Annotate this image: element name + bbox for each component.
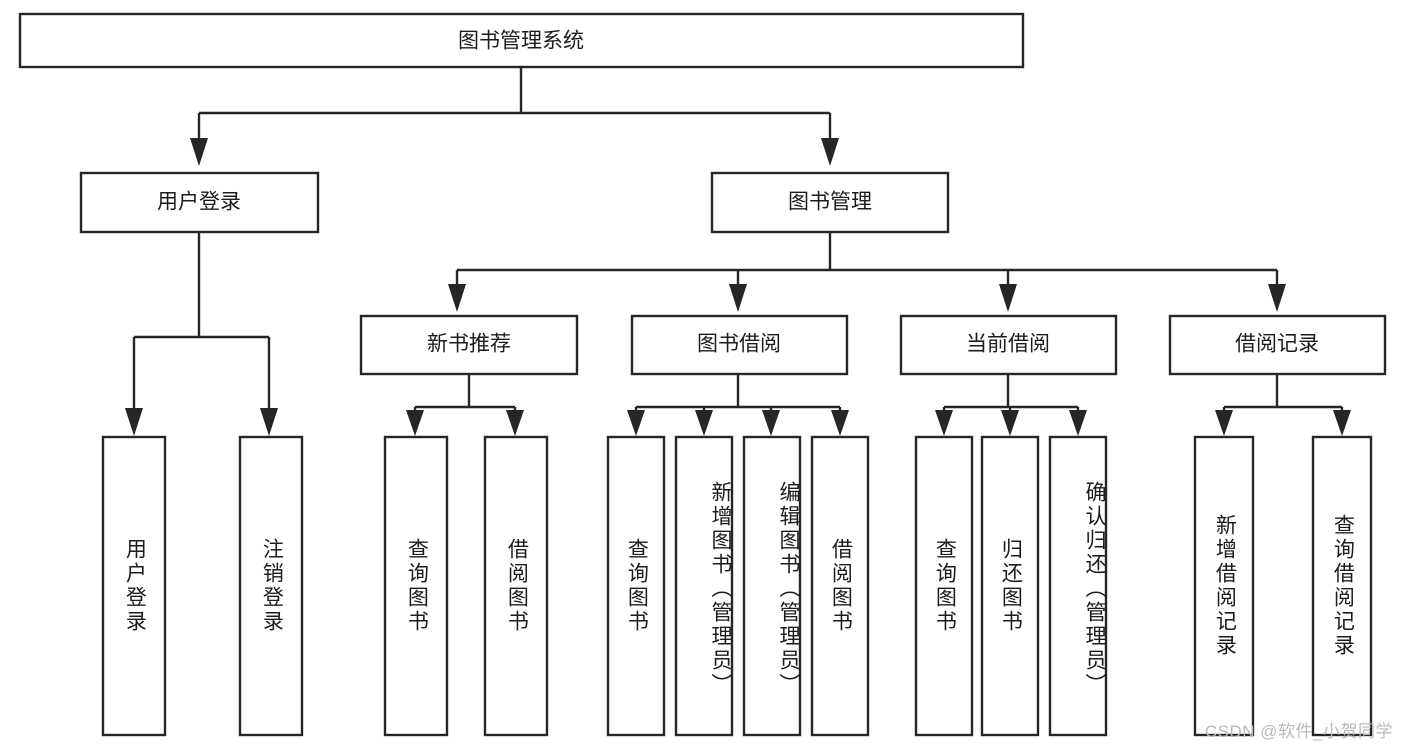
arrow-head-icon <box>729 284 747 312</box>
node-label-book-manage: 图书管理 <box>788 191 872 214</box>
connector-group-book-manage <box>448 232 1286 312</box>
node-label-new-book-recommend: 新书推荐 <box>427 333 511 356</box>
connector-group-user-login <box>125 232 278 436</box>
connector-group-new-book <box>406 374 524 436</box>
node-box-book-manage[interactable] <box>710 171 950 234</box>
node-label-current-borrow: 当前借阅 <box>966 333 1050 356</box>
node-label-user-login: 用户登录 <box>157 191 241 214</box>
arrow-head-icon <box>762 410 780 436</box>
leaf-box-new-book-1[interactable] <box>483 435 549 737</box>
arrow-head-icon <box>821 138 839 166</box>
leaf-box-user-login-1[interactable] <box>238 435 304 737</box>
arrow-head-icon <box>627 410 645 436</box>
node-box-root[interactable] <box>18 12 1025 69</box>
arrow-head-icon <box>1069 410 1087 436</box>
arrow-head-icon <box>448 284 466 312</box>
arrow-head-icon <box>831 410 849 436</box>
leaf-box-current-borrow-1[interactable] <box>980 435 1040 737</box>
arrow-head-icon <box>1001 410 1019 436</box>
leaf-box-borrow-record-0[interactable] <box>1193 435 1255 737</box>
connector-group-current-borrow <box>935 374 1087 436</box>
connector-group-book-borrow <box>627 374 849 436</box>
arrow-head-icon <box>506 410 524 436</box>
connector-group-borrow-record <box>1215 374 1351 436</box>
leaf-box-book-borrow-2[interactable] <box>742 435 802 737</box>
arrow-head-icon <box>1268 284 1286 312</box>
connector-group-root <box>190 67 839 166</box>
arrow-head-icon <box>1333 410 1351 436</box>
node-label-root: 图书管理系统 <box>458 30 584 53</box>
arrow-head-icon <box>190 138 208 166</box>
node-label-borrow-record: 借阅记录 <box>1235 333 1319 356</box>
leaf-box-user-login-0[interactable] <box>101 435 167 737</box>
leaf-box-book-borrow-0[interactable] <box>606 435 666 737</box>
node-label-book-borrow: 图书借阅 <box>697 333 781 356</box>
arrow-head-icon <box>1215 410 1233 436</box>
node-box-new-book-recommend[interactable] <box>359 314 579 376</box>
arrow-head-icon <box>695 410 713 436</box>
leaf-box-book-borrow-3[interactable] <box>810 435 870 737</box>
node-box-user-login[interactable] <box>79 171 320 234</box>
watermark: CSDN @软件_小贺同学 <box>1204 722 1393 741</box>
leaf-box-new-book-0[interactable] <box>383 435 449 737</box>
arrow-head-icon <box>935 410 953 436</box>
arrow-head-icon <box>999 284 1017 312</box>
leaf-box-borrow-record-1[interactable] <box>1311 435 1373 737</box>
leaf-box-current-borrow-0[interactable] <box>914 435 974 737</box>
node-box-borrow-record[interactable] <box>1168 314 1387 376</box>
arrow-head-icon <box>125 408 143 436</box>
node-box-book-borrow[interactable] <box>630 314 849 376</box>
arrow-head-icon <box>406 410 424 436</box>
leaf-box-current-borrow-2[interactable] <box>1048 435 1108 737</box>
arrow-head-icon <box>260 408 278 436</box>
node-box-current-borrow[interactable] <box>899 314 1118 376</box>
leaf-box-book-borrow-1[interactable] <box>674 435 734 737</box>
